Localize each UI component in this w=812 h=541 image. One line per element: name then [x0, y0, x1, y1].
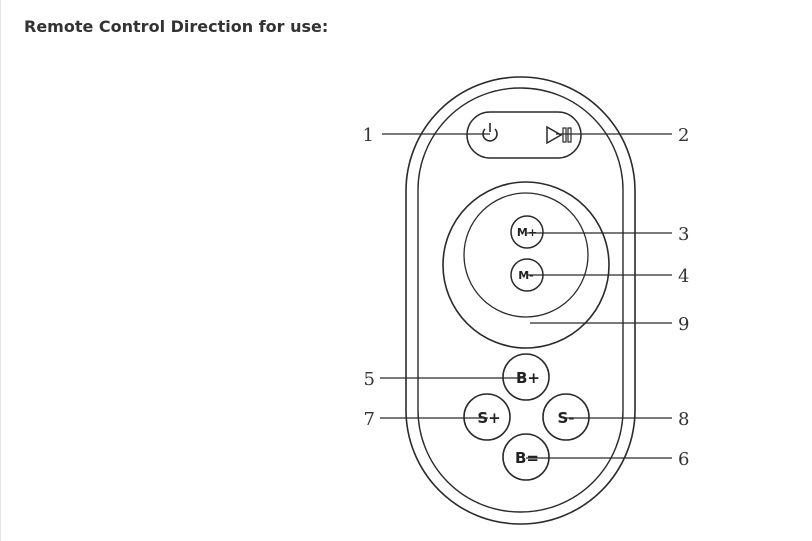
touch-wheel-inner-ring — [463, 192, 589, 318]
callout-7: 7 — [364, 409, 375, 430]
s-plus-button[interactable] — [463, 393, 511, 441]
top-button-pill — [466, 111, 582, 159]
remote-body-outer — [405, 76, 636, 525]
m-minus-label: M- — [518, 269, 534, 282]
touch-wheel-outer-ring — [442, 181, 610, 349]
b-plus-label: B+ — [516, 369, 540, 387]
callout-6: 6 — [678, 449, 689, 470]
remote-body-inner — [417, 87, 624, 513]
m-plus-button[interactable] — [510, 215, 544, 249]
callout-leader-lines — [380, 133, 672, 459]
callout-3: 3 — [678, 224, 689, 245]
callout-1: 1 — [363, 125, 374, 146]
s-minus-button[interactable] — [542, 393, 590, 441]
page-heading: Remote Control Direction for use: — [24, 17, 329, 36]
callout-8: 8 — [678, 409, 689, 430]
b-equal-button[interactable] — [502, 433, 550, 481]
power-icon — [482, 123, 498, 142]
callout-5: 5 — [364, 369, 375, 390]
play-pause-icon — [546, 125, 572, 145]
callout-4: 4 — [678, 266, 689, 287]
callout-2: 2 — [678, 125, 689, 146]
b-plus-button[interactable] — [502, 353, 550, 401]
s-plus-label: S+ — [477, 409, 500, 427]
page-left-border — [0, 0, 1, 541]
callout-9: 9 — [678, 314, 689, 335]
